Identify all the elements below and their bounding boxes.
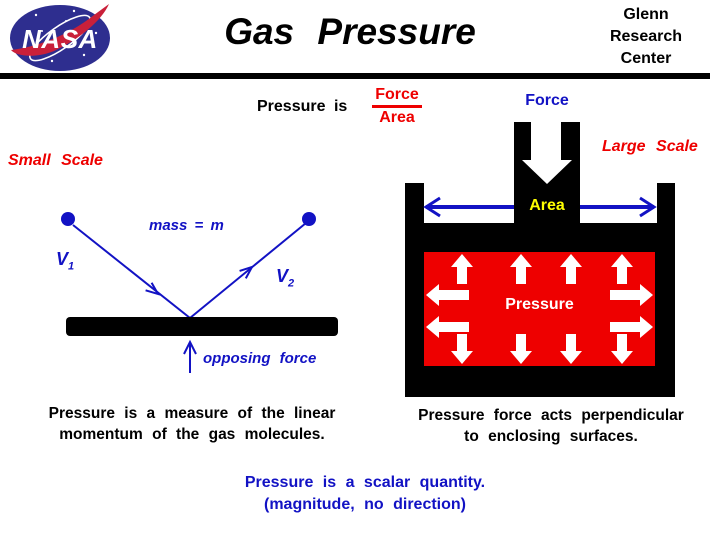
surface-bar xyxy=(66,317,338,336)
opposing-force-label: opposing force xyxy=(203,350,317,367)
caption-right-line-2: to enclosing surfaces. xyxy=(464,428,638,445)
piston-shaft xyxy=(514,122,580,223)
header-divider xyxy=(0,73,710,79)
fraction-numerator: Force xyxy=(372,86,422,108)
area-label: Area xyxy=(529,197,565,214)
container-gap-right xyxy=(580,183,657,223)
scalar-note: Pressure is a scalar quantity. (magnitud… xyxy=(185,472,545,516)
caption-left-line-2: momentum of the gas molecules. xyxy=(59,426,325,443)
molecule-dot-left xyxy=(61,212,75,226)
org-line-2: Research xyxy=(609,28,683,45)
force-down-arrow-icon xyxy=(522,122,572,184)
org-line-3: Center xyxy=(620,50,672,67)
scalar-note-line-1: Pressure is a scalar quantity. xyxy=(244,474,486,491)
caption-left-line-1: Pressure is a measure of the linear xyxy=(48,405,336,422)
pressure-label: Pressure xyxy=(505,296,574,313)
small-scale-caption: Pressure is a measure of the linear mome… xyxy=(12,403,372,445)
small-scale-label: Small Scale xyxy=(8,152,103,169)
nasa-logo-icon: NASA xyxy=(10,4,110,71)
mass-label: mass = m xyxy=(149,217,224,234)
velocity-1-label: V1 xyxy=(56,249,75,273)
page-title: Gas Pressure xyxy=(224,11,476,52)
svg-text:NASA: NASA xyxy=(22,24,98,54)
large-scale-caption: Pressure force acts perpendicular to enc… xyxy=(390,405,710,447)
formula-prefix: Pressure is xyxy=(257,98,348,115)
large-scale-label: Large Scale xyxy=(602,138,698,155)
org-line-1: Glenn xyxy=(623,6,669,23)
force-area-fraction: Force Area xyxy=(366,86,428,127)
molecule-dot-right xyxy=(302,212,316,226)
pressure-region: Pressure xyxy=(424,252,655,366)
force-label: Force xyxy=(525,92,569,109)
fraction-denominator: Area xyxy=(379,109,415,126)
caption-right-line-1: Pressure force acts perpendicular xyxy=(418,407,684,424)
scalar-note-line-2: (magnitude, no direction) xyxy=(264,496,466,513)
molecule-trajectory-diagram xyxy=(61,212,316,373)
org-name: Glenn Research Center xyxy=(588,4,704,70)
velocity-2-label: V2 xyxy=(276,266,295,290)
